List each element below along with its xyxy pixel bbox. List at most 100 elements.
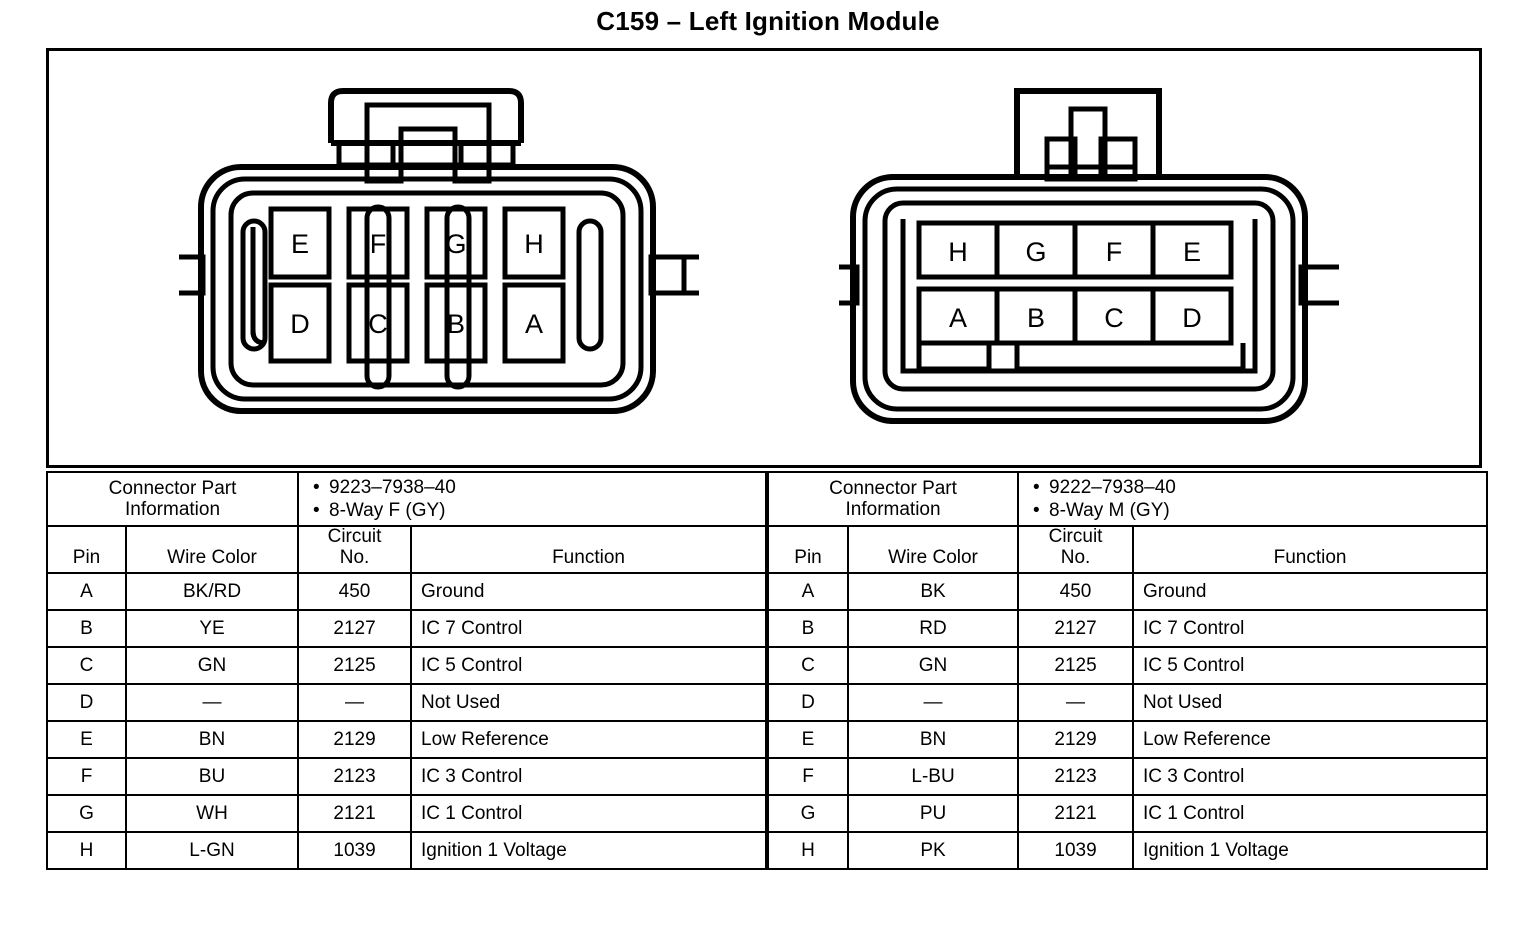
cell-function: IC 7 Control [410, 609, 768, 649]
left-pin-label-F: F [370, 229, 387, 259]
left-pin-label-B: B [447, 309, 465, 339]
cell-wire-color: PK [847, 831, 1020, 871]
cell-function: Ground [410, 572, 768, 612]
cell-function: IC 1 Control [410, 794, 768, 834]
left-pin-label-G: G [445, 229, 466, 259]
cell-circuit-no: 2129 [297, 720, 413, 760]
connector-part-information-values: • 9223–7938–40 • 8-Way F (GY) [297, 470, 768, 528]
cell-function: Low Reference [1132, 720, 1489, 760]
cell-pin: E [46, 720, 127, 760]
right-pin-label-C: C [1104, 303, 1124, 333]
table-row: C GN 2125 IC 5 Control [767, 646, 1489, 686]
cell-function: IC 5 Control [1132, 646, 1489, 686]
cell-wire-color: L-GN [124, 831, 300, 871]
part-number: 9222–7938–40 [1049, 477, 1176, 498]
left-connector-pin-table: Connector Part Information • 9223–7938–40… [45, 470, 768, 871]
cell-pin: G [767, 794, 850, 834]
column-header-function: Function [410, 525, 768, 575]
cell-function: Not Used [1132, 683, 1489, 723]
table-row: H L-GN 1039 Ignition 1 Voltage [46, 831, 768, 871]
table-row: B RD 2127 IC 7 Control [767, 609, 1489, 649]
cell-circuit-no: 2125 [297, 646, 413, 686]
cell-pin: E [767, 720, 850, 760]
table-row: A BK 450 Ground [767, 572, 1489, 612]
cell-circuit-no: 450 [297, 572, 413, 612]
cell-pin: G [46, 794, 127, 834]
cell-wire-color: BN [124, 720, 300, 760]
cell-circuit-no: 1039 [297, 831, 413, 871]
left-pin-label-C: C [368, 309, 388, 339]
left-pin-label-E: E [291, 229, 309, 259]
right-pin-label-B: B [1027, 303, 1045, 333]
bullet-icon: • [313, 500, 320, 522]
cell-pin: F [767, 757, 850, 797]
column-header-wire-color: Wire Color [847, 525, 1020, 575]
right-connector-male-diagram: H G F E A B C D [839, 88, 1339, 424]
table-row: E BN 2129 Low Reference [46, 720, 768, 760]
cell-wire-color: YE [124, 609, 300, 649]
cell-circuit-no: 2127 [1017, 609, 1135, 649]
table-row: F BU 2123 IC 3 Control [46, 757, 768, 797]
column-header-pin: Pin [767, 525, 850, 575]
cell-circuit-no: 2121 [1017, 794, 1135, 834]
connector-part-information-label: Connector Part Information [767, 470, 1020, 528]
connector-figure-frame: E F G H D C B A [46, 48, 1482, 468]
table-row: G WH 2121 IC 1 Control [46, 794, 768, 834]
table-row: D — — Not Used [46, 683, 768, 723]
cell-function: Low Reference [410, 720, 768, 760]
column-header-function: Function [1132, 525, 1489, 575]
cpi-label-line2: Information [124, 499, 221, 521]
table-row: G PU 2121 IC 1 Control [767, 794, 1489, 834]
circuit-header-line1: Circuit [327, 526, 382, 548]
cell-function: IC 7 Control [1132, 609, 1489, 649]
pin-tables-container: Connector Part Information • 9223–7938–40… [45, 470, 1489, 871]
part-number-row: • 9223–7938–40 [313, 476, 765, 499]
table-header-row: Pin Wire Color Circuit No. Function [46, 525, 768, 575]
way-description-row: •8-Way M (GY) [1033, 499, 1486, 522]
cpi-label-line1: Connector Part [108, 477, 237, 499]
cell-function: Not Used [410, 683, 768, 723]
cell-function: IC 3 Control [410, 757, 768, 797]
cell-pin: H [46, 831, 127, 871]
part-number-row: • 9222–7938–40 [1033, 476, 1486, 499]
right-pin-label-H: H [948, 237, 968, 267]
cell-circuit-no: 1039 [1017, 831, 1135, 871]
cell-pin: C [767, 646, 850, 686]
cell-function: IC 1 Control [1132, 794, 1489, 834]
cell-circuit-no: 2127 [297, 609, 413, 649]
cell-wire-color: PU [847, 794, 1020, 834]
table-row: F L-BU 2123 IC 3 Control [767, 757, 1489, 797]
cell-pin: C [46, 646, 127, 686]
column-header-pin: Pin [46, 525, 127, 575]
right-pin-label-F: F [1106, 237, 1123, 267]
cell-pin: B [767, 609, 850, 649]
cell-pin: A [46, 572, 127, 612]
cell-wire-color: — [124, 683, 300, 723]
right-pin-label-A: A [949, 303, 967, 333]
bullet-icon: • [313, 477, 320, 498]
cell-pin: B [46, 609, 127, 649]
table-row: B YE 2127 IC 7 Control [46, 609, 768, 649]
cell-pin: D [46, 683, 127, 723]
table-row: A BK/RD 450 Ground [46, 572, 768, 612]
cell-circuit-no: 2123 [297, 757, 413, 797]
part-number: 9223–7938–40 [329, 477, 456, 498]
cell-wire-color: — [847, 683, 1020, 723]
right-pin-label-D: D [1182, 303, 1202, 333]
bullet-icon: • [1033, 477, 1040, 498]
table-row: D — — Not Used [767, 683, 1489, 723]
way-description: 8-Way F (GY) [329, 500, 446, 522]
connector-part-information-values: • 9222–7938–40 •8-Way M (GY) [1017, 470, 1489, 528]
cell-wire-color: WH [124, 794, 300, 834]
left-pin-label-D: D [290, 309, 310, 339]
cell-wire-color: BN [847, 720, 1020, 760]
cell-wire-color: RD [847, 609, 1020, 649]
cell-function: Ignition 1 Voltage [410, 831, 768, 871]
column-header-circuit-no: Circuit No. [1017, 525, 1135, 575]
cpi-label-line1: Connector Part [829, 477, 957, 499]
connector-part-information-row: Connector Part Information • 9223–7938–40… [45, 470, 768, 528]
cell-pin: F [46, 757, 127, 797]
cell-pin: H [767, 831, 850, 871]
circuit-header-line2: No. [1060, 547, 1091, 569]
left-connector-female-diagram: E F G H D C B A [179, 88, 699, 414]
